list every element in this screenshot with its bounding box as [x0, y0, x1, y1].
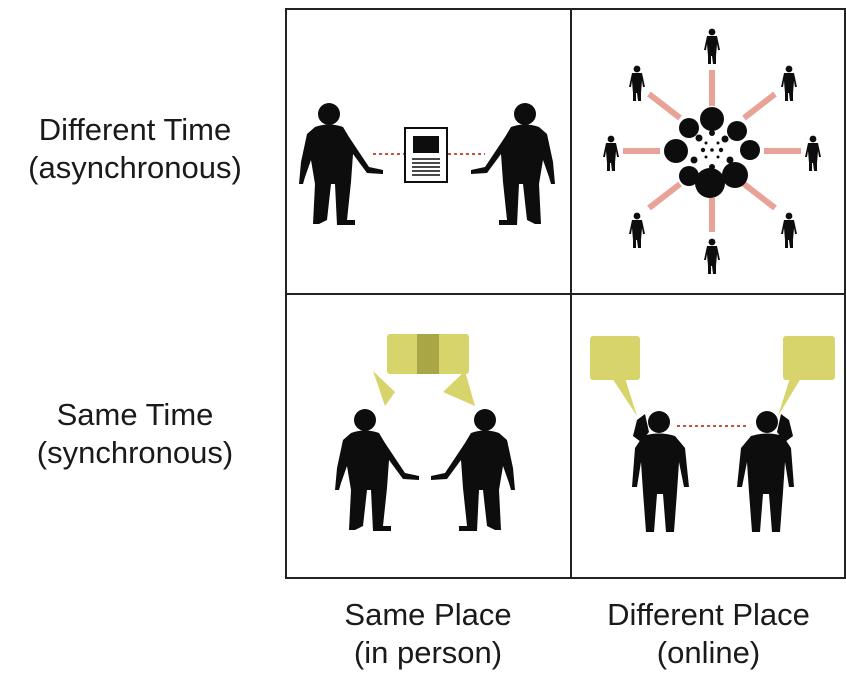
- grid-svg: [285, 8, 846, 579]
- tiny-person-silhouette: [704, 28, 720, 64]
- phone-person-silhouette: [737, 411, 794, 532]
- person-silhouette: [299, 103, 383, 225]
- tiny-person-silhouette: [603, 135, 619, 171]
- col-label-same-place: Same Place (in person): [285, 596, 571, 672]
- tiny-person-silhouette: [805, 135, 821, 171]
- col-label-subline: (online): [656, 635, 761, 670]
- row-label-line: Different Time: [38, 112, 232, 147]
- person-silhouette: [431, 409, 515, 531]
- tiny-person-silhouette: [781, 65, 797, 101]
- col-label-subline: (in person): [353, 635, 503, 670]
- document-icon: [404, 127, 448, 183]
- person-silhouette: [471, 103, 555, 225]
- tiny-person-silhouette: [629, 65, 645, 101]
- tiny-person-silhouette: [704, 238, 720, 274]
- col-label-line: Different Place: [607, 597, 810, 632]
- person-silhouette: [335, 409, 419, 531]
- quadrant-grid: [285, 8, 846, 580]
- speech-bubble-icon: [778, 336, 835, 416]
- row-label-different-time: Different Time (asynchronous): [0, 111, 270, 187]
- quadrant-async-in-person: [299, 103, 555, 225]
- row-label-same-time: Same Time (synchronous): [0, 396, 270, 472]
- ray-lines: [623, 70, 801, 232]
- col-label-different-place: Different Place (online): [571, 596, 846, 672]
- speech-bubble-icon: [373, 334, 475, 406]
- tiny-person-silhouette: [629, 212, 645, 248]
- quadrant-sync-online: [590, 336, 835, 532]
- quadrant-async-online: [603, 28, 821, 274]
- speech-bubble-icon: [590, 336, 640, 416]
- phone-person-silhouette: [632, 411, 689, 532]
- network-hub: [664, 107, 760, 198]
- quadrant-sync-in-person: [335, 334, 515, 531]
- col-label-line: Same Place: [344, 597, 512, 632]
- row-label-subline: (asynchronous): [28, 150, 242, 185]
- row-label-subline: (synchronous): [36, 435, 234, 470]
- tiny-person-silhouette: [781, 212, 797, 248]
- row-label-line: Same Time: [56, 397, 214, 432]
